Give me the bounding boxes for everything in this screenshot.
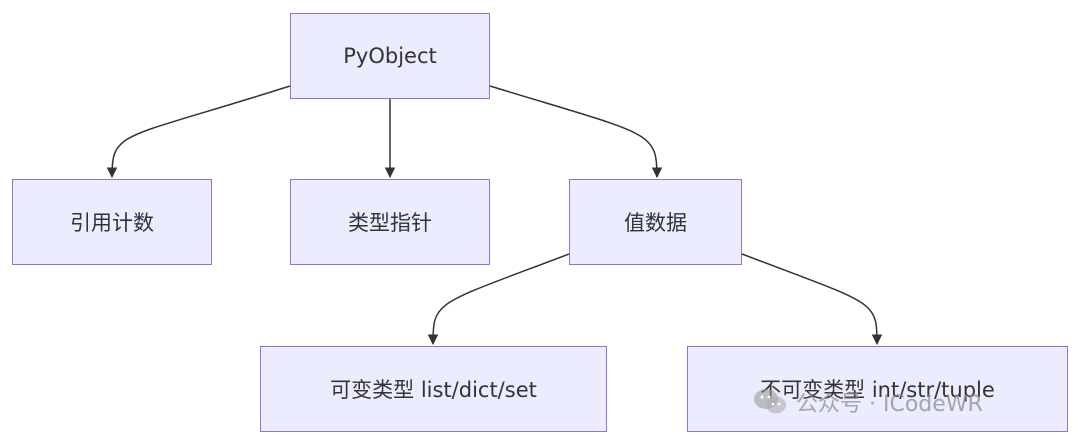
node-immutable-types-label: 不可变类型 int/str/tuple	[760, 378, 995, 402]
edge-value-data-to-mutable	[427, 253, 570, 346]
node-ref-count: 引用计数	[12, 179, 212, 265]
node-value-data-label: 值数据	[624, 211, 687, 235]
watermark-text: 公众号 · ICodeWR	[796, 392, 983, 417]
node-pyobject: PyObject	[290, 13, 490, 99]
node-immutable-types: 不可变类型 int/str/tuple	[687, 346, 1068, 432]
node-type-pointer-label: 类型指针	[348, 211, 432, 235]
edge-root-to-value-data	[489, 85, 663, 179]
edge-value-data-to-immutable	[741, 253, 883, 346]
node-mutable-types-label: 可变类型 list/dict/set	[330, 378, 537, 402]
node-pyobject-label: PyObject	[343, 44, 437, 68]
node-value-data: 值数据	[569, 179, 742, 265]
node-type-pointer: 类型指针	[290, 179, 490, 265]
edge-root-to-ref-count	[106, 85, 291, 179]
node-mutable-types: 可变类型 list/dict/set	[260, 346, 607, 432]
node-ref-count-label: 引用计数	[70, 211, 154, 235]
wechat-icon	[754, 389, 786, 414]
watermark: 公众号 · ICodeWR	[752, 386, 983, 418]
